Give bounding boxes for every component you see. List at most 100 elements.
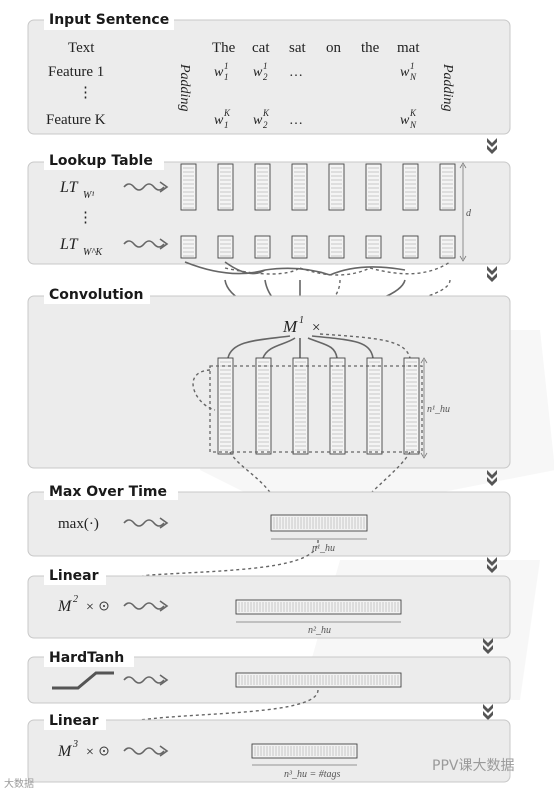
svg-text:LT: LT bbox=[59, 179, 79, 196]
lookup-dim-label: d bbox=[466, 208, 472, 219]
linear2-section: Linear M 3 × n³_hu = #tags bbox=[27, 710, 511, 783]
embedding-column-bottom bbox=[402, 235, 419, 259]
wavy-arrow-hardtanh-head bbox=[159, 674, 169, 686]
max-over-time-panel bbox=[27, 491, 511, 557]
hardtanh-output-bar bbox=[235, 672, 402, 688]
conv-to-max-right bbox=[351, 451, 411, 515]
hardtanh-curve-icon bbox=[52, 671, 114, 690]
wavy-arrow-max-head bbox=[159, 517, 169, 529]
wavy-arrow-hardtanh bbox=[123, 676, 165, 684]
convolution-title: Convolution bbox=[49, 287, 143, 303]
word-4: on bbox=[326, 40, 342, 56]
svg-text:K: K bbox=[262, 108, 270, 118]
linear1-title: Linear bbox=[49, 568, 99, 584]
linear2-title-bg bbox=[44, 710, 106, 730]
svg-text:M: M bbox=[282, 317, 298, 336]
featurek-token-wk1: w K 1 bbox=[214, 108, 231, 130]
word-5: the bbox=[361, 40, 380, 56]
feature1-token-w1n: w 1 N bbox=[400, 61, 417, 82]
chevron-down-icon-3 bbox=[487, 470, 497, 486]
svg-text:×: × bbox=[312, 320, 320, 336]
embedding-column-top bbox=[402, 163, 419, 211]
embedding-column-bottom bbox=[365, 235, 382, 259]
hardtanh-title-bg bbox=[44, 647, 134, 667]
embedding-column-top bbox=[439, 163, 456, 211]
lookup-embedding-columns bbox=[180, 163, 456, 259]
word-6: mat bbox=[397, 40, 420, 56]
word-3: sat bbox=[289, 40, 306, 56]
svg-text:w: w bbox=[253, 65, 263, 80]
svg-text:×: × bbox=[86, 745, 94, 760]
lookup-dim-arrow bbox=[459, 162, 467, 262]
featurek-token-wkn: w K N bbox=[400, 108, 417, 130]
feature1-token-w21: w 1 2 bbox=[253, 61, 268, 82]
linear1-title-bg bbox=[44, 565, 106, 585]
convolution-title-bg bbox=[44, 284, 150, 304]
chevron-down-icon-5 bbox=[483, 638, 493, 654]
chevron-down-icon-2 bbox=[487, 266, 497, 282]
embedding-column-top bbox=[328, 163, 345, 211]
convolution-dim-label: n¹_hu bbox=[427, 404, 450, 415]
linear1-dim-label: n²_hu bbox=[308, 625, 331, 636]
row-label-feature1: Feature 1 bbox=[48, 64, 104, 80]
lookup-table-section: Lookup Table LT W¹ ⋮ LT W^K d bbox=[27, 150, 511, 265]
svg-text:w: w bbox=[214, 113, 224, 128]
conv-feedback-curve bbox=[192, 369, 216, 411]
word-2: cat bbox=[252, 40, 270, 56]
hardtanh-to-linear2-curve bbox=[105, 689, 319, 749]
watermark-left: 大数据 bbox=[4, 777, 34, 790]
wavy-arrow-top bbox=[123, 183, 165, 191]
lt-w1-label: LT W¹ bbox=[59, 179, 94, 201]
linear2-output-bar bbox=[251, 743, 358, 759]
input-sentence-section: Input Sentence Text Feature 1 ⋮ Feature … bbox=[27, 8, 511, 135]
hardtanh-title: HardTanh bbox=[49, 650, 124, 666]
embedding-column-bottom bbox=[328, 235, 345, 259]
watermark-right: PPV课大数据 bbox=[432, 758, 514, 774]
wavy-arrow-linear1 bbox=[123, 602, 165, 610]
svg-text:W¹: W¹ bbox=[83, 190, 94, 201]
svg-text:W^K: W^K bbox=[83, 247, 104, 258]
convolution-operator: M 1 × bbox=[282, 315, 320, 336]
convolution-dim-arrow bbox=[420, 357, 428, 459]
svg-text:3: 3 bbox=[72, 739, 78, 750]
row-label-featurek: Feature K bbox=[46, 112, 106, 128]
padding-right-label: Padding bbox=[440, 63, 455, 111]
svg-text:1: 1 bbox=[263, 61, 268, 71]
wavy-arrow-top-head bbox=[159, 181, 169, 193]
svg-text:2: 2 bbox=[263, 72, 268, 82]
svg-text:1: 1 bbox=[224, 72, 229, 82]
linear2-title: Linear bbox=[49, 713, 99, 729]
linear2-dim-label: n³_hu = #tags bbox=[284, 769, 341, 780]
max-title-bg bbox=[44, 480, 178, 500]
embedding-column-bottom bbox=[439, 235, 456, 259]
svg-text:M: M bbox=[57, 598, 73, 615]
svg-text:w: w bbox=[253, 113, 263, 128]
linear1-output-bar bbox=[235, 599, 402, 615]
wavy-arrow-linear1-head bbox=[159, 600, 169, 612]
word-1: The bbox=[212, 40, 236, 56]
linear2-operator: M 3 × bbox=[57, 739, 109, 760]
operator-to-columns-arrows bbox=[227, 333, 411, 359]
svg-text:2: 2 bbox=[263, 120, 268, 130]
lt-wk-label: LT W^K bbox=[59, 236, 104, 258]
featurek-token-wk2: w K 2 bbox=[253, 108, 270, 130]
max-function-label: max(·) bbox=[58, 516, 99, 532]
lookup-table-title: Lookup Table bbox=[49, 153, 153, 169]
svg-text:w: w bbox=[400, 113, 410, 128]
embedding-column-bottom bbox=[217, 235, 234, 259]
svg-text:K: K bbox=[409, 108, 417, 118]
feature1-ellipsis: … bbox=[289, 65, 303, 80]
svg-text:K: K bbox=[223, 108, 231, 118]
convolution-columns bbox=[217, 357, 420, 455]
embedding-column-bottom bbox=[254, 235, 271, 259]
input-sentence-panel bbox=[27, 19, 511, 135]
embedding-column-bottom bbox=[180, 235, 197, 259]
embedding-column-top bbox=[180, 163, 197, 211]
embedding-column-top bbox=[365, 163, 382, 211]
conv-to-max-left bbox=[229, 451, 283, 515]
svg-text:N: N bbox=[409, 120, 417, 130]
chevron-down-icon-1 bbox=[487, 138, 497, 154]
chevron-down-icon-6 bbox=[483, 704, 493, 720]
wavy-arrow-bottom bbox=[123, 240, 165, 248]
chevron-down-icon-4 bbox=[487, 557, 497, 573]
